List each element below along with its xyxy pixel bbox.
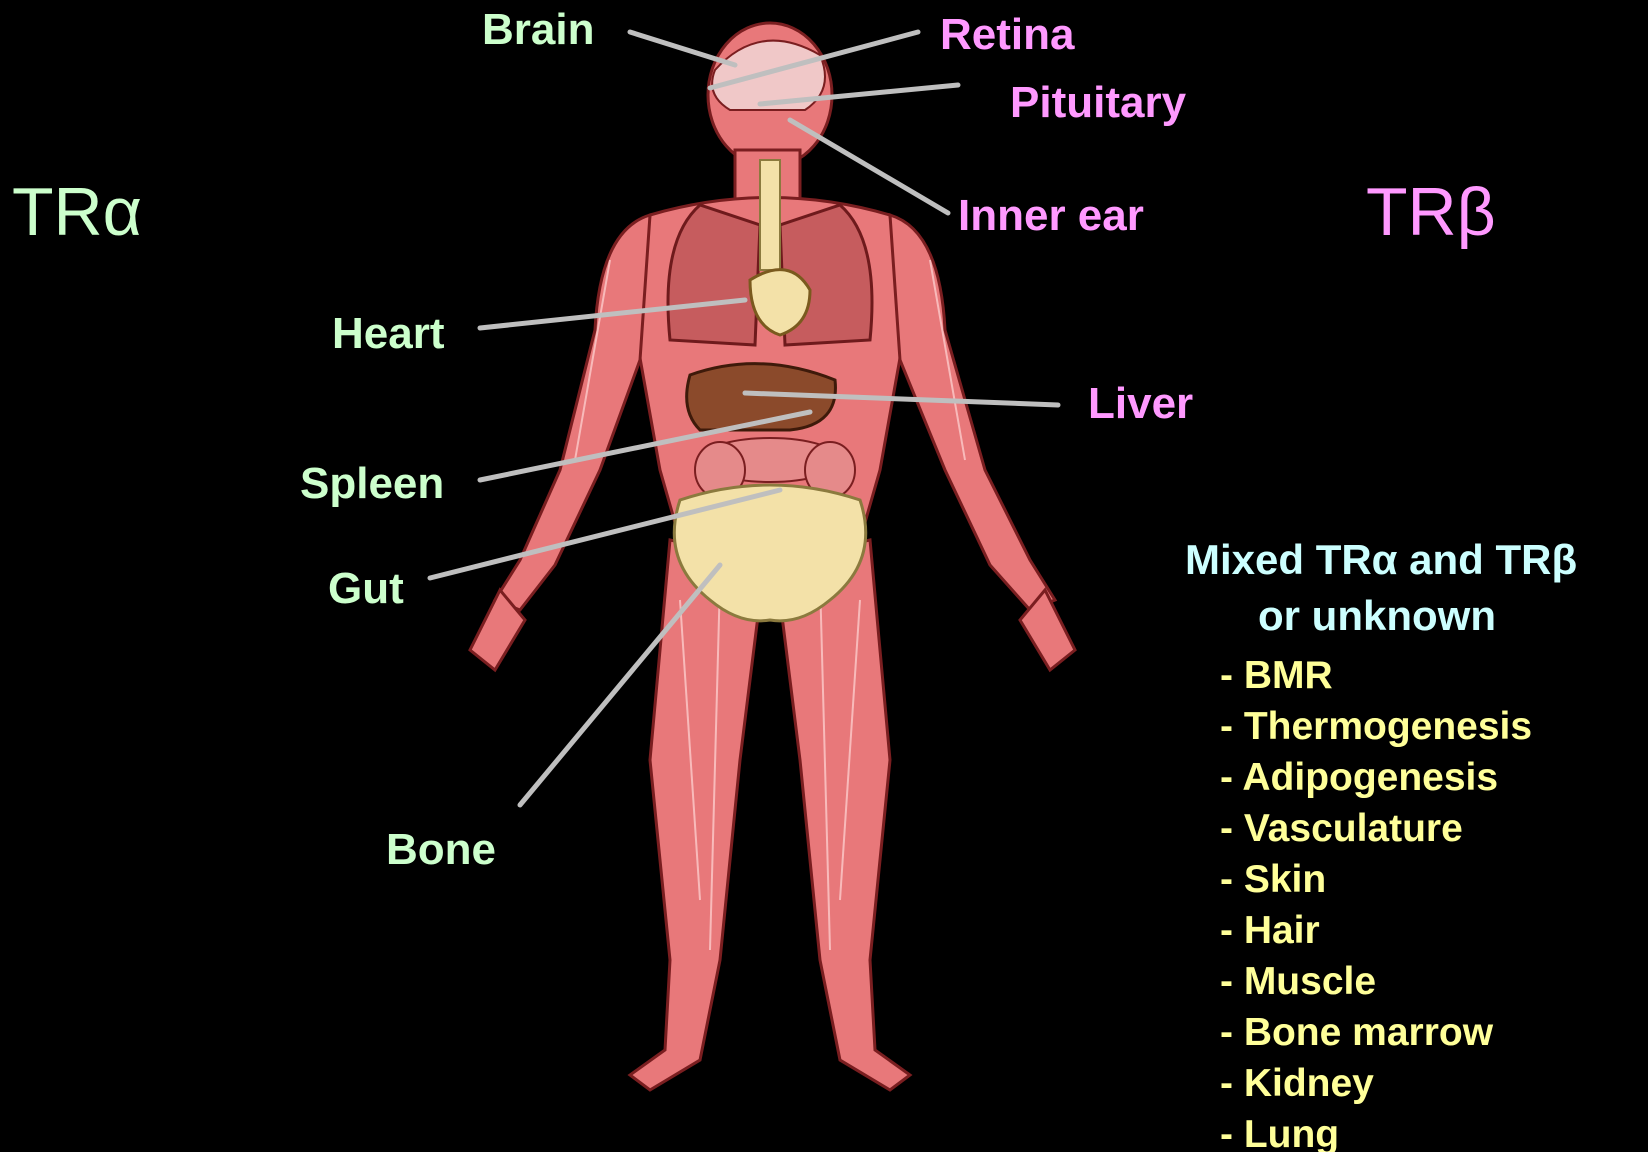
mixed-list: - BMR - Thermogenesis - Adipogenesis - V… [1220,650,1532,1152]
list-item: - Vasculature [1220,803,1532,854]
brain-pointer [630,32,735,65]
label-pituitary: Pituitary [1010,81,1186,125]
list-item: - Bone marrow [1220,1007,1532,1058]
label-gut: Gut [328,567,404,611]
mixed-title-line2: or unknown [1258,595,1496,637]
list-item: - Lung [1220,1109,1532,1152]
list-item: - Hair [1220,905,1532,956]
list-item: - Kidney [1220,1058,1532,1109]
mixed-title-line1: Mixed TRα and TRβ [1185,539,1577,581]
label-heart: Heart [332,312,445,356]
list-item: - BMR [1220,650,1532,701]
tr-beta-heading: TRβ [1366,178,1496,246]
list-item: - Skin [1220,854,1532,905]
label-inner-ear: Inner ear [958,194,1144,238]
label-retina: Retina [940,13,1074,57]
label-spleen: Spleen [300,462,444,506]
trachea [760,160,780,270]
label-liver: Liver [1088,382,1193,426]
tr-alpha-heading: TRα [12,178,142,246]
list-item: - Muscle [1220,956,1532,1007]
list-item: - Thermogenesis [1220,701,1532,752]
label-brain: Brain [482,8,594,52]
label-bone: Bone [386,828,496,872]
list-item: - Adipogenesis [1220,752,1532,803]
